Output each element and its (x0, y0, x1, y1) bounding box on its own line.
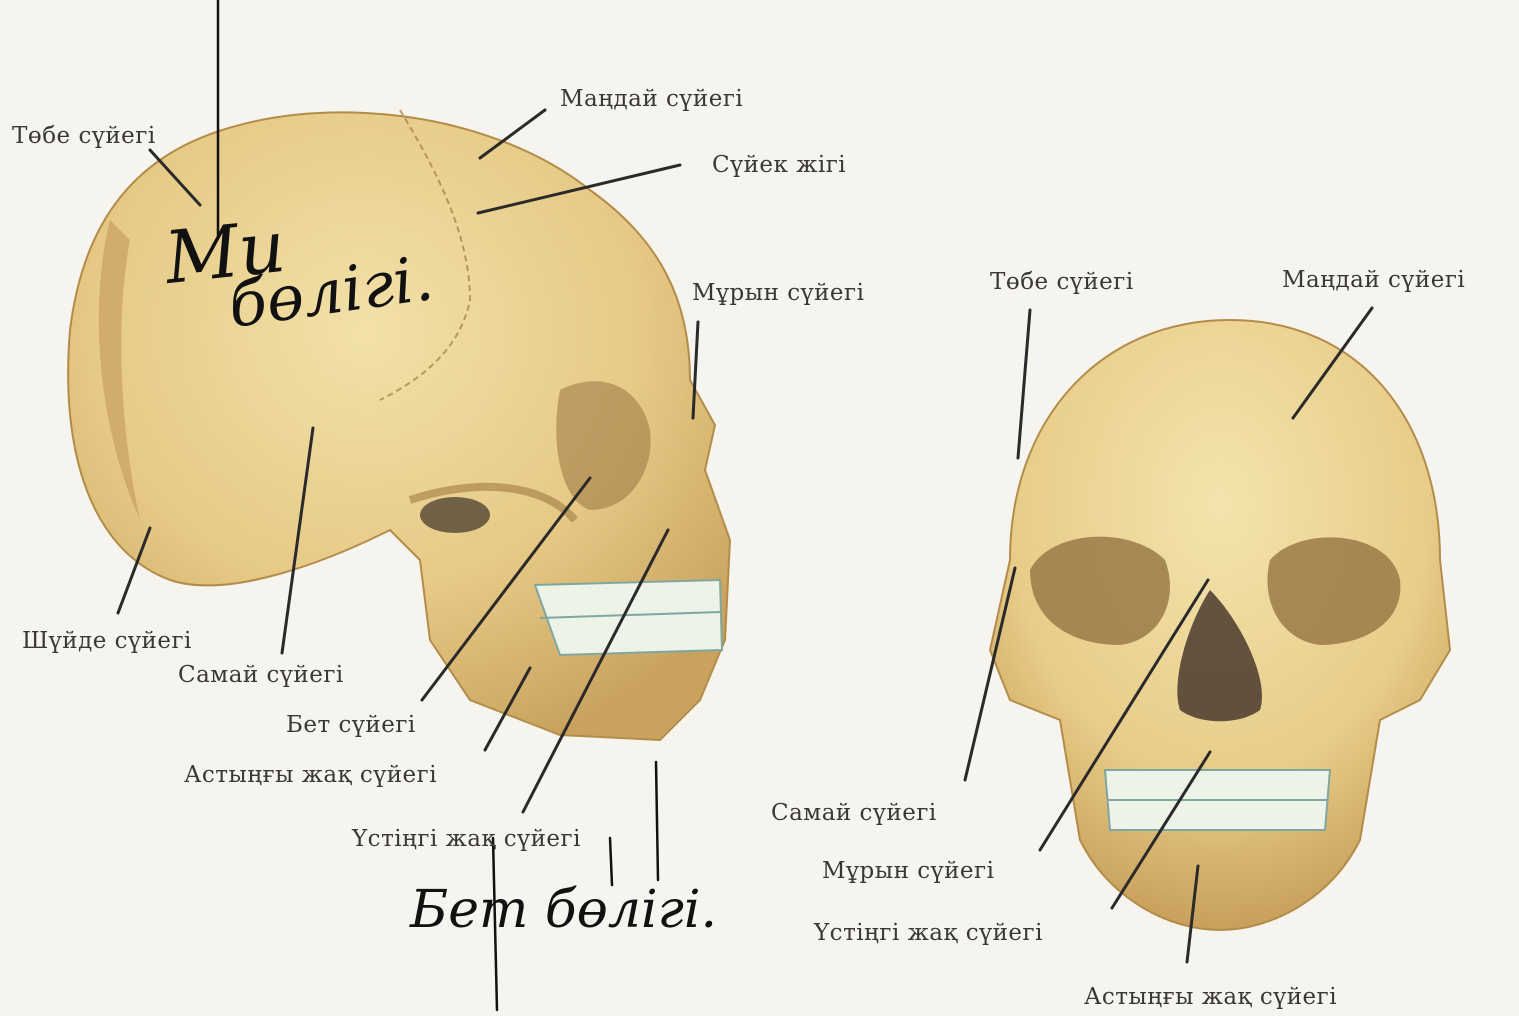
handwritten-vertical-bottom-c (610, 838, 612, 885)
label-frontal-nasal: Мұрын сүйегі (822, 858, 994, 884)
handwritten-face: Бет бөлігі. (410, 880, 717, 940)
label-lateral-mandible: Астыңғы жақ сүйегі (184, 762, 437, 788)
label-lateral-maxilla: Үстіңгі жақ сүйегі (352, 826, 581, 852)
lateral-ear-opening (420, 497, 490, 533)
label-lateral-zygomatic: Бет сүйегі (286, 712, 416, 738)
label-lateral-suture: Сүйек жігі (712, 152, 846, 178)
label-lateral-nasal: Мұрын сүйегі (692, 280, 864, 306)
frontal-skull (990, 320, 1450, 930)
label-lateral-frontal: Маңдай сүйегі (560, 86, 743, 112)
label-frontal-mandible: Астыңғы жақ сүйегі (1084, 984, 1337, 1010)
label-frontal-maxilla: Үстіңгі жақ сүйегі (814, 920, 1043, 946)
handwritten-vertical-bottom-a (656, 762, 658, 880)
label-lateral-temporal: Самай сүйегі (178, 662, 344, 688)
label-frontal-frontal: Маңдай сүйегі (1282, 267, 1465, 293)
label-lateral-occipital: Шүйде сүйегі (22, 628, 192, 654)
leader-f-parietal (1018, 310, 1030, 458)
label-lateral-parietal: Төбе сүйегі (12, 123, 156, 149)
label-frontal-parietal: Төбе сүйегі (990, 269, 1134, 295)
label-frontal-temporal: Самай сүйегі (771, 800, 937, 826)
